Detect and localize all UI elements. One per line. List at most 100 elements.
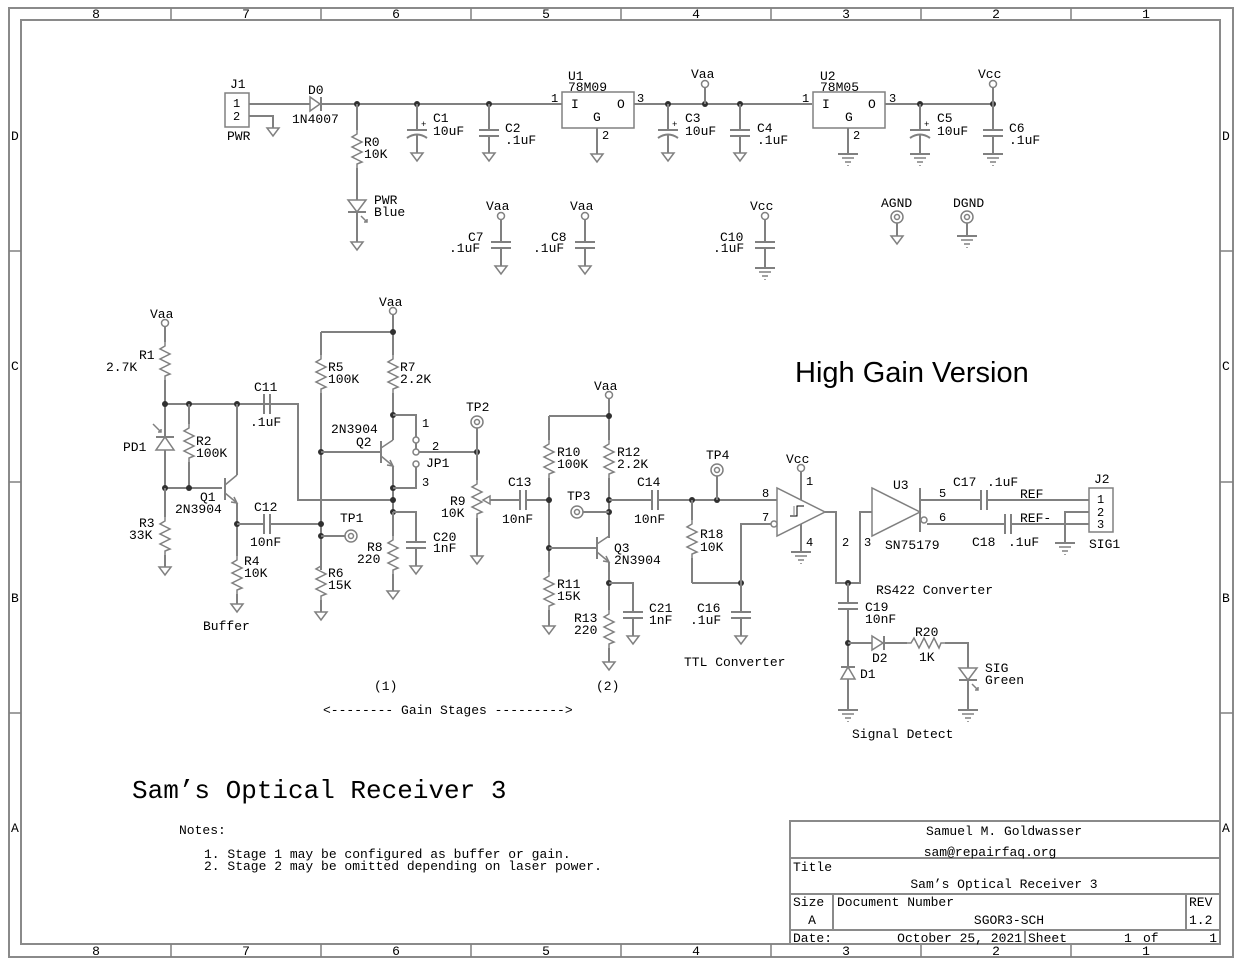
capacitor-c14[interactable]: C14 10nF — [634, 475, 671, 527]
diode-d0[interactable]: D0 1N4007 — [292, 83, 339, 127]
u2-value: 78M05 — [820, 80, 859, 95]
testpoint-tp3[interactable]: TP3 — [567, 489, 609, 519]
column-label: 4 — [692, 7, 700, 22]
testpoint-tp4[interactable]: TP4 — [706, 448, 730, 500]
version-heading: High Gain Version — [795, 357, 1029, 389]
dgnd-testpoint[interactable]: DGND — [953, 196, 984, 249]
capacitor-c3[interactable]: C3 10uF — [657, 104, 716, 162]
resistor-r2[interactable]: R2 100K — [183, 404, 227, 488]
capacitor-c10[interactable]: Vcc C10 .1uF — [713, 199, 776, 281]
connector-j1[interactable]: J1 1 2 PWR — [224, 77, 310, 144]
resistor-r13[interactable]: R13 220 — [574, 609, 616, 671]
regulator-u2[interactable]: U2 78M05 1 3 I O G 2 — [802, 69, 896, 167]
net-label-ref: REF — [1020, 487, 1043, 502]
ground-icon — [578, 257, 592, 275]
svg-text:33K: 33K — [129, 528, 153, 543]
capacitor-c12[interactable]: C12 10nF — [237, 500, 321, 550]
svg-text:R20: R20 — [915, 625, 938, 640]
c3-ref: C3 — [685, 111, 701, 126]
testpoint-tp2[interactable]: TP2 — [466, 400, 489, 452]
led-pwr-ref: PWR — [374, 193, 398, 208]
capacitor-c4[interactable]: C4 .1uF — [729, 104, 788, 162]
c8-value: .1uF — [533, 241, 564, 256]
svg-text:PD1: PD1 — [123, 440, 147, 455]
label-gain-stages: <-------- Gain Stages ---------> — [323, 703, 573, 718]
j1-ref: J1 — [230, 77, 246, 92]
diode-d2[interactable]: D2 — [848, 634, 907, 666]
resistor-r11[interactable]: R11 15K — [542, 571, 581, 635]
c6-ref: C6 — [1009, 121, 1025, 136]
line-driver-u3[interactable]: U3 SN75179 3 5 6 — [864, 478, 946, 553]
svg-text:.1uF: .1uF — [690, 613, 721, 628]
capacitor-c1[interactable]: C1 10uF — [406, 104, 464, 162]
capacitor-c16[interactable]: C16 .1uF — [690, 599, 752, 645]
buffer-and-gain-stage-1: Vaa R1 2.7K PD1 R2 100K — [106, 295, 508, 621]
capacitor-c7[interactable]: Vaa C7 .1uF — [449, 199, 512, 275]
ground-icon — [661, 144, 675, 162]
led-power[interactable]: PWR Blue — [346, 193, 405, 251]
svg-text:O: O — [617, 97, 625, 112]
row-label: C — [11, 359, 19, 374]
jumper-jp1[interactable]: 1 2 3 JP1 — [393, 414, 477, 490]
svg-text:Q1: Q1 — [200, 490, 216, 505]
column-label: 5 — [542, 944, 550, 959]
column-label: 5 — [542, 7, 550, 22]
svg-text:C11: C11 — [254, 380, 278, 395]
testpoint-tp1[interactable]: TP1 — [321, 511, 364, 543]
capacitor-c8[interactable]: Vaa C8 .1uF — [533, 199, 596, 275]
capacitor-c6[interactable]: C6 .1uF — [982, 104, 1040, 167]
ground-icon — [837, 701, 859, 723]
capacitor-c20[interactable]: C20 1nF — [393, 511, 456, 575]
resistor-r8[interactable]: R8 220 — [357, 512, 400, 600]
c1-ref: C1 — [433, 111, 449, 126]
transistor-q2[interactable]: 2N3904 Q2 — [321, 422, 395, 512]
resistor-r12[interactable]: R12 2.2K — [603, 439, 648, 538]
svg-text:.1uF: .1uF — [1008, 535, 1039, 550]
resistor-r20[interactable]: R20 1K — [906, 625, 969, 668]
resistor-r10[interactable]: R10 100K — [543, 416, 588, 572]
column-label: 3 — [842, 944, 850, 959]
ground-icon — [470, 547, 484, 565]
resistor-r1[interactable]: R1 2.7K — [106, 341, 171, 381]
transistor-q1[interactable]: Q1 2N3904 — [175, 404, 239, 556]
resistor-r3[interactable]: R3 33K — [129, 488, 172, 576]
capacitor-c2[interactable]: C2 .1uF — [478, 104, 536, 162]
agnd-testpoint[interactable]: AGND — [881, 196, 912, 245]
resistor-r0[interactable]: R0 10K — [351, 104, 388, 200]
resistor-r6[interactable]: R6 15K — [314, 561, 352, 621]
svg-text:10K: 10K — [441, 506, 465, 521]
capacitor-c19[interactable]: C19 10nF — [838, 583, 896, 666]
capacitor-c5[interactable]: C5 10uF — [909, 104, 968, 167]
column-label: 1 — [1142, 7, 1150, 22]
svg-text:SIG: SIG — [985, 661, 1008, 676]
c5-ref: C5 — [937, 111, 953, 126]
comparator[interactable]: Vcc 1 8 7 4 2 — [762, 452, 849, 565]
column-label: 8 — [92, 944, 100, 959]
svg-text:R12: R12 — [617, 445, 640, 460]
resistor-r5[interactable]: R5 100K — [315, 332, 359, 570]
diode-d1[interactable]: D1 — [837, 665, 876, 723]
capacitor-c18[interactable]: C18 .1uF — [972, 513, 1039, 550]
c4-ref: C4 — [757, 121, 773, 136]
ttl-converter: C14 10nF TP4 R18 10K C16 .1uF — [609, 448, 872, 645]
u1-value: 78M09 — [568, 80, 607, 95]
connector-j2[interactable]: J2 1 2 3 SIG1 — [1088, 472, 1120, 552]
svg-text:4: 4 — [806, 536, 813, 550]
svg-text:1: 1 — [802, 92, 809, 106]
photodiode-pd1[interactable]: PD1 — [123, 423, 176, 488]
svg-text:220: 220 — [574, 623, 597, 638]
led-signal[interactable]: SIG Green — [957, 661, 1024, 723]
resistor-r4[interactable]: R4 10K — [230, 554, 268, 613]
regulator-u1[interactable]: U1 78M09 1 3 I O G 2 — [551, 69, 644, 163]
transistor-q3[interactable]: Q3 2N3904 — [549, 535, 661, 610]
capacitor-c21[interactable]: C21 1nF — [609, 582, 673, 645]
drawing-frame: 8 7 6 5 4 3 2 1 8 7 6 5 4 3 2 1 D C B A … — [8, 7, 1234, 959]
svg-text:.1uF: .1uF — [987, 475, 1018, 490]
j1-name: PWR — [227, 129, 251, 144]
capacitor-c17[interactable]: C17 .1uF — [953, 475, 1018, 511]
capacitor-c11[interactable]: C11 .1uF — [250, 380, 283, 430]
svg-text:R4: R4 — [244, 554, 260, 569]
capacitor-c13[interactable]: C13 10nF — [502, 475, 549, 527]
resistor-r18[interactable]: R18 10K — [686, 500, 724, 583]
svg-text:C19: C19 — [865, 600, 888, 615]
